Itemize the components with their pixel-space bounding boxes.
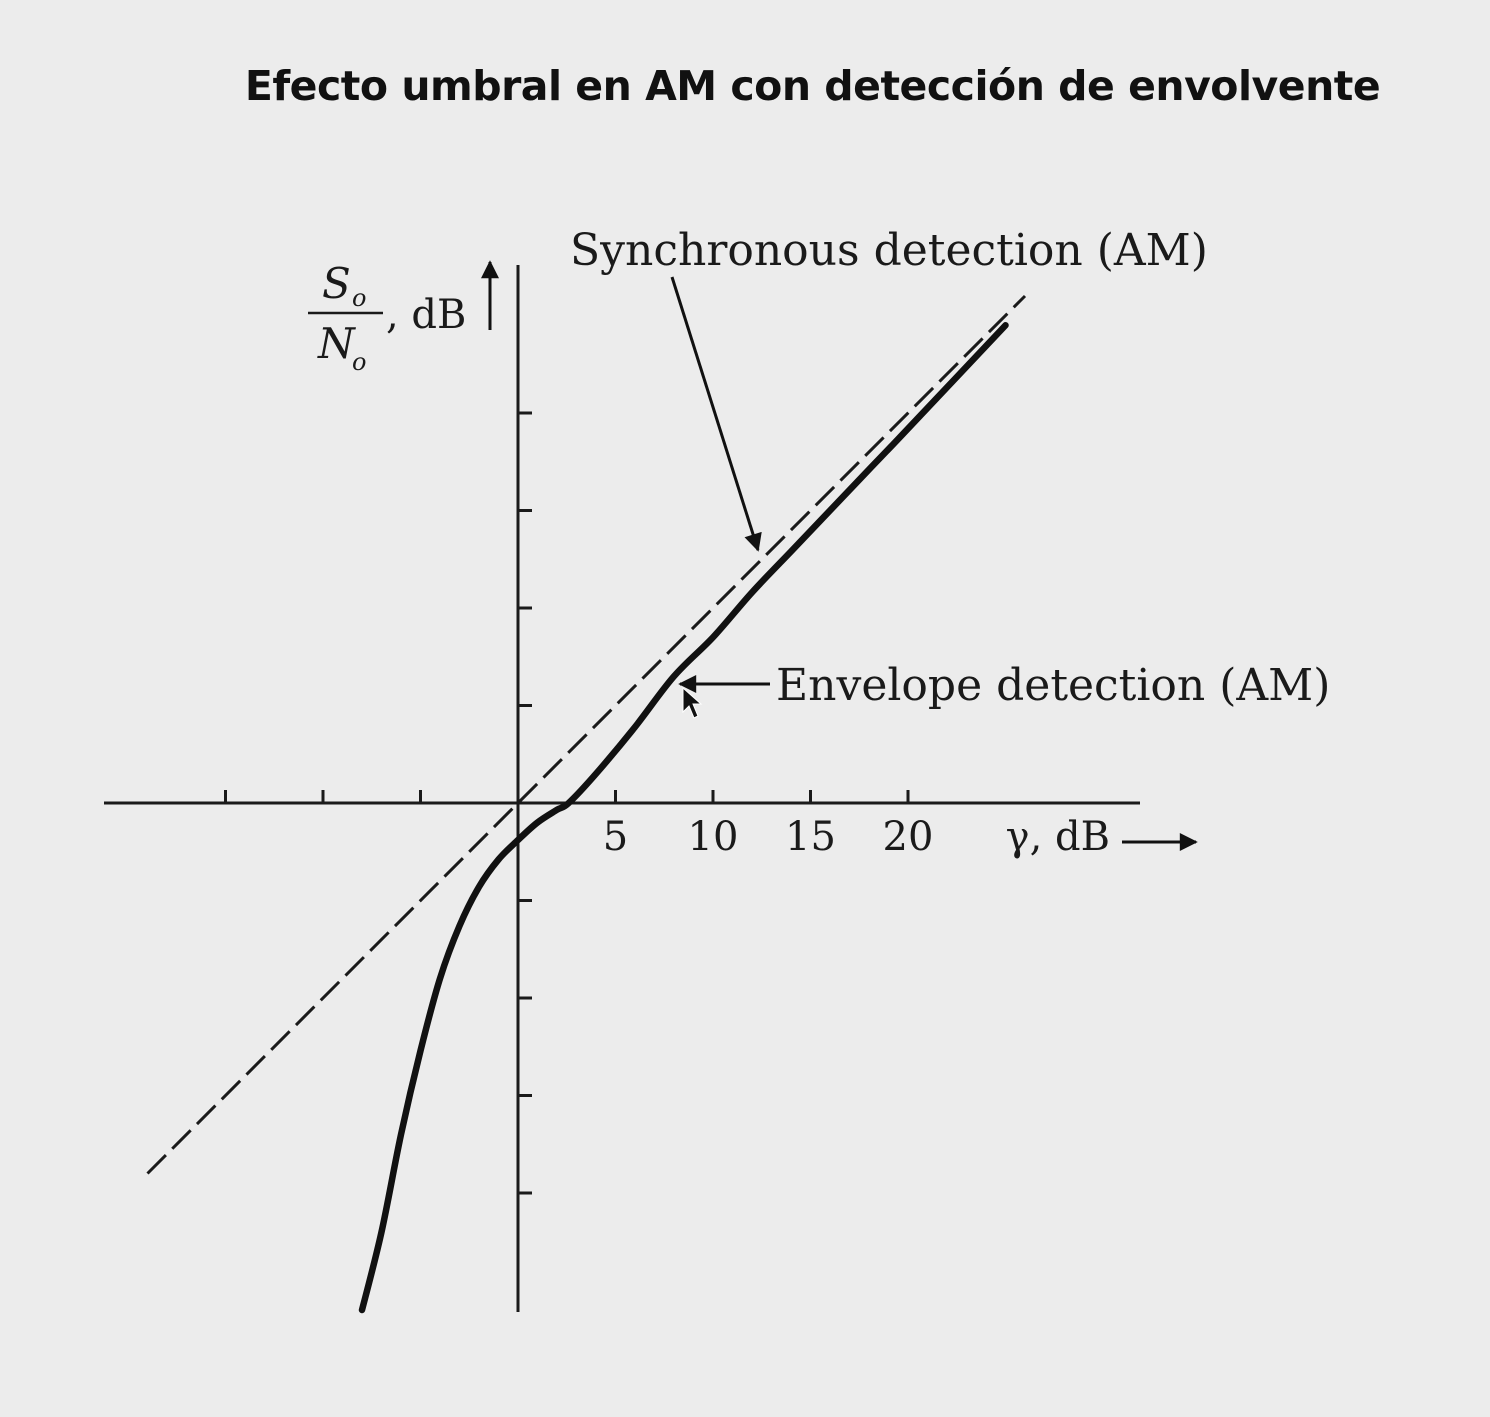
chart-title: Efecto umbral en AM con detección de env… — [244, 62, 1381, 110]
axes — [104, 265, 1140, 1312]
x-tick-label: 15 — [785, 814, 836, 860]
series-lines — [146, 294, 1027, 1314]
y-label-unit: , dB — [386, 292, 466, 338]
synchronous-detection-line — [146, 294, 1027, 1175]
synchronous-detection-pointer — [670, 276, 762, 552]
x-tick-label: 20 — [883, 814, 934, 860]
envelope-detection-label: Envelope detection (AM) — [776, 660, 1330, 711]
y-label-denominator: N — [317, 319, 356, 368]
mouse-cursor-icon — [682, 686, 703, 719]
x-axis-label: γ, dB — [1006, 814, 1110, 860]
synchronous-detection-label: Synchronous detection (AM) — [570, 225, 1208, 276]
y-label-numerator-sub: o — [352, 284, 366, 312]
axis-ticks — [224, 411, 910, 1195]
envelope-detection-line — [358, 322, 1009, 1314]
x-tick-label: 5 — [603, 814, 628, 860]
x-tick-label: 10 — [688, 814, 739, 860]
y-label-numerator: S — [322, 259, 351, 308]
y-label-denominator-sub: o — [352, 348, 366, 376]
